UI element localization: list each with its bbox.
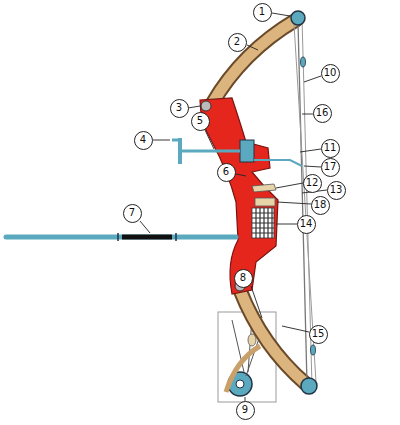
callout-number: 12 xyxy=(303,174,322,193)
arrow-rest xyxy=(252,184,276,192)
sight-bar xyxy=(182,150,240,153)
callout-number: 16 xyxy=(313,104,332,123)
sight-pin-holder xyxy=(178,138,182,164)
upper-limb-outline xyxy=(212,20,296,104)
leader-lines xyxy=(140,13,327,401)
grip-mesh xyxy=(252,208,274,238)
stabilizer-ring xyxy=(175,233,177,241)
stabilizer-ring xyxy=(117,233,119,241)
callout-number: 5 xyxy=(191,112,210,131)
stabilizer-grip xyxy=(122,235,172,240)
inset-axle xyxy=(236,380,244,388)
callout-number: 9 xyxy=(236,401,255,420)
callout-number: 3 xyxy=(170,99,189,118)
callout-number: 10 xyxy=(321,64,340,83)
plunger xyxy=(255,198,275,206)
riser xyxy=(200,98,278,294)
callout-number: 18 xyxy=(311,196,330,215)
cable-block xyxy=(311,345,316,355)
callout-number: 15 xyxy=(309,325,328,344)
stabilizer-rod xyxy=(6,235,236,240)
callout-number: 13 xyxy=(327,181,346,200)
callout-number: 1 xyxy=(253,3,272,22)
callout-number: 6 xyxy=(217,163,236,182)
upper-limb xyxy=(212,20,296,104)
lower-cam xyxy=(301,378,317,394)
callout-number: 11 xyxy=(321,139,340,158)
inset-frame xyxy=(218,312,276,402)
callout-number: 14 xyxy=(297,215,316,234)
callout-number: 17 xyxy=(321,158,340,177)
upper-cam xyxy=(291,11,305,25)
callout-number: 4 xyxy=(134,131,153,150)
cable-block xyxy=(301,57,306,67)
sight-box xyxy=(240,140,254,162)
limb-bolt xyxy=(201,101,211,111)
inset-limb xyxy=(226,346,260,392)
peep-line xyxy=(254,160,302,166)
callout-number: 7 xyxy=(123,204,142,223)
lower-limb-outline xyxy=(240,290,306,384)
callout-number: 8 xyxy=(234,269,253,288)
sight-pin xyxy=(172,139,180,142)
callout-number: 2 xyxy=(228,33,247,52)
lower-limb xyxy=(240,290,306,384)
